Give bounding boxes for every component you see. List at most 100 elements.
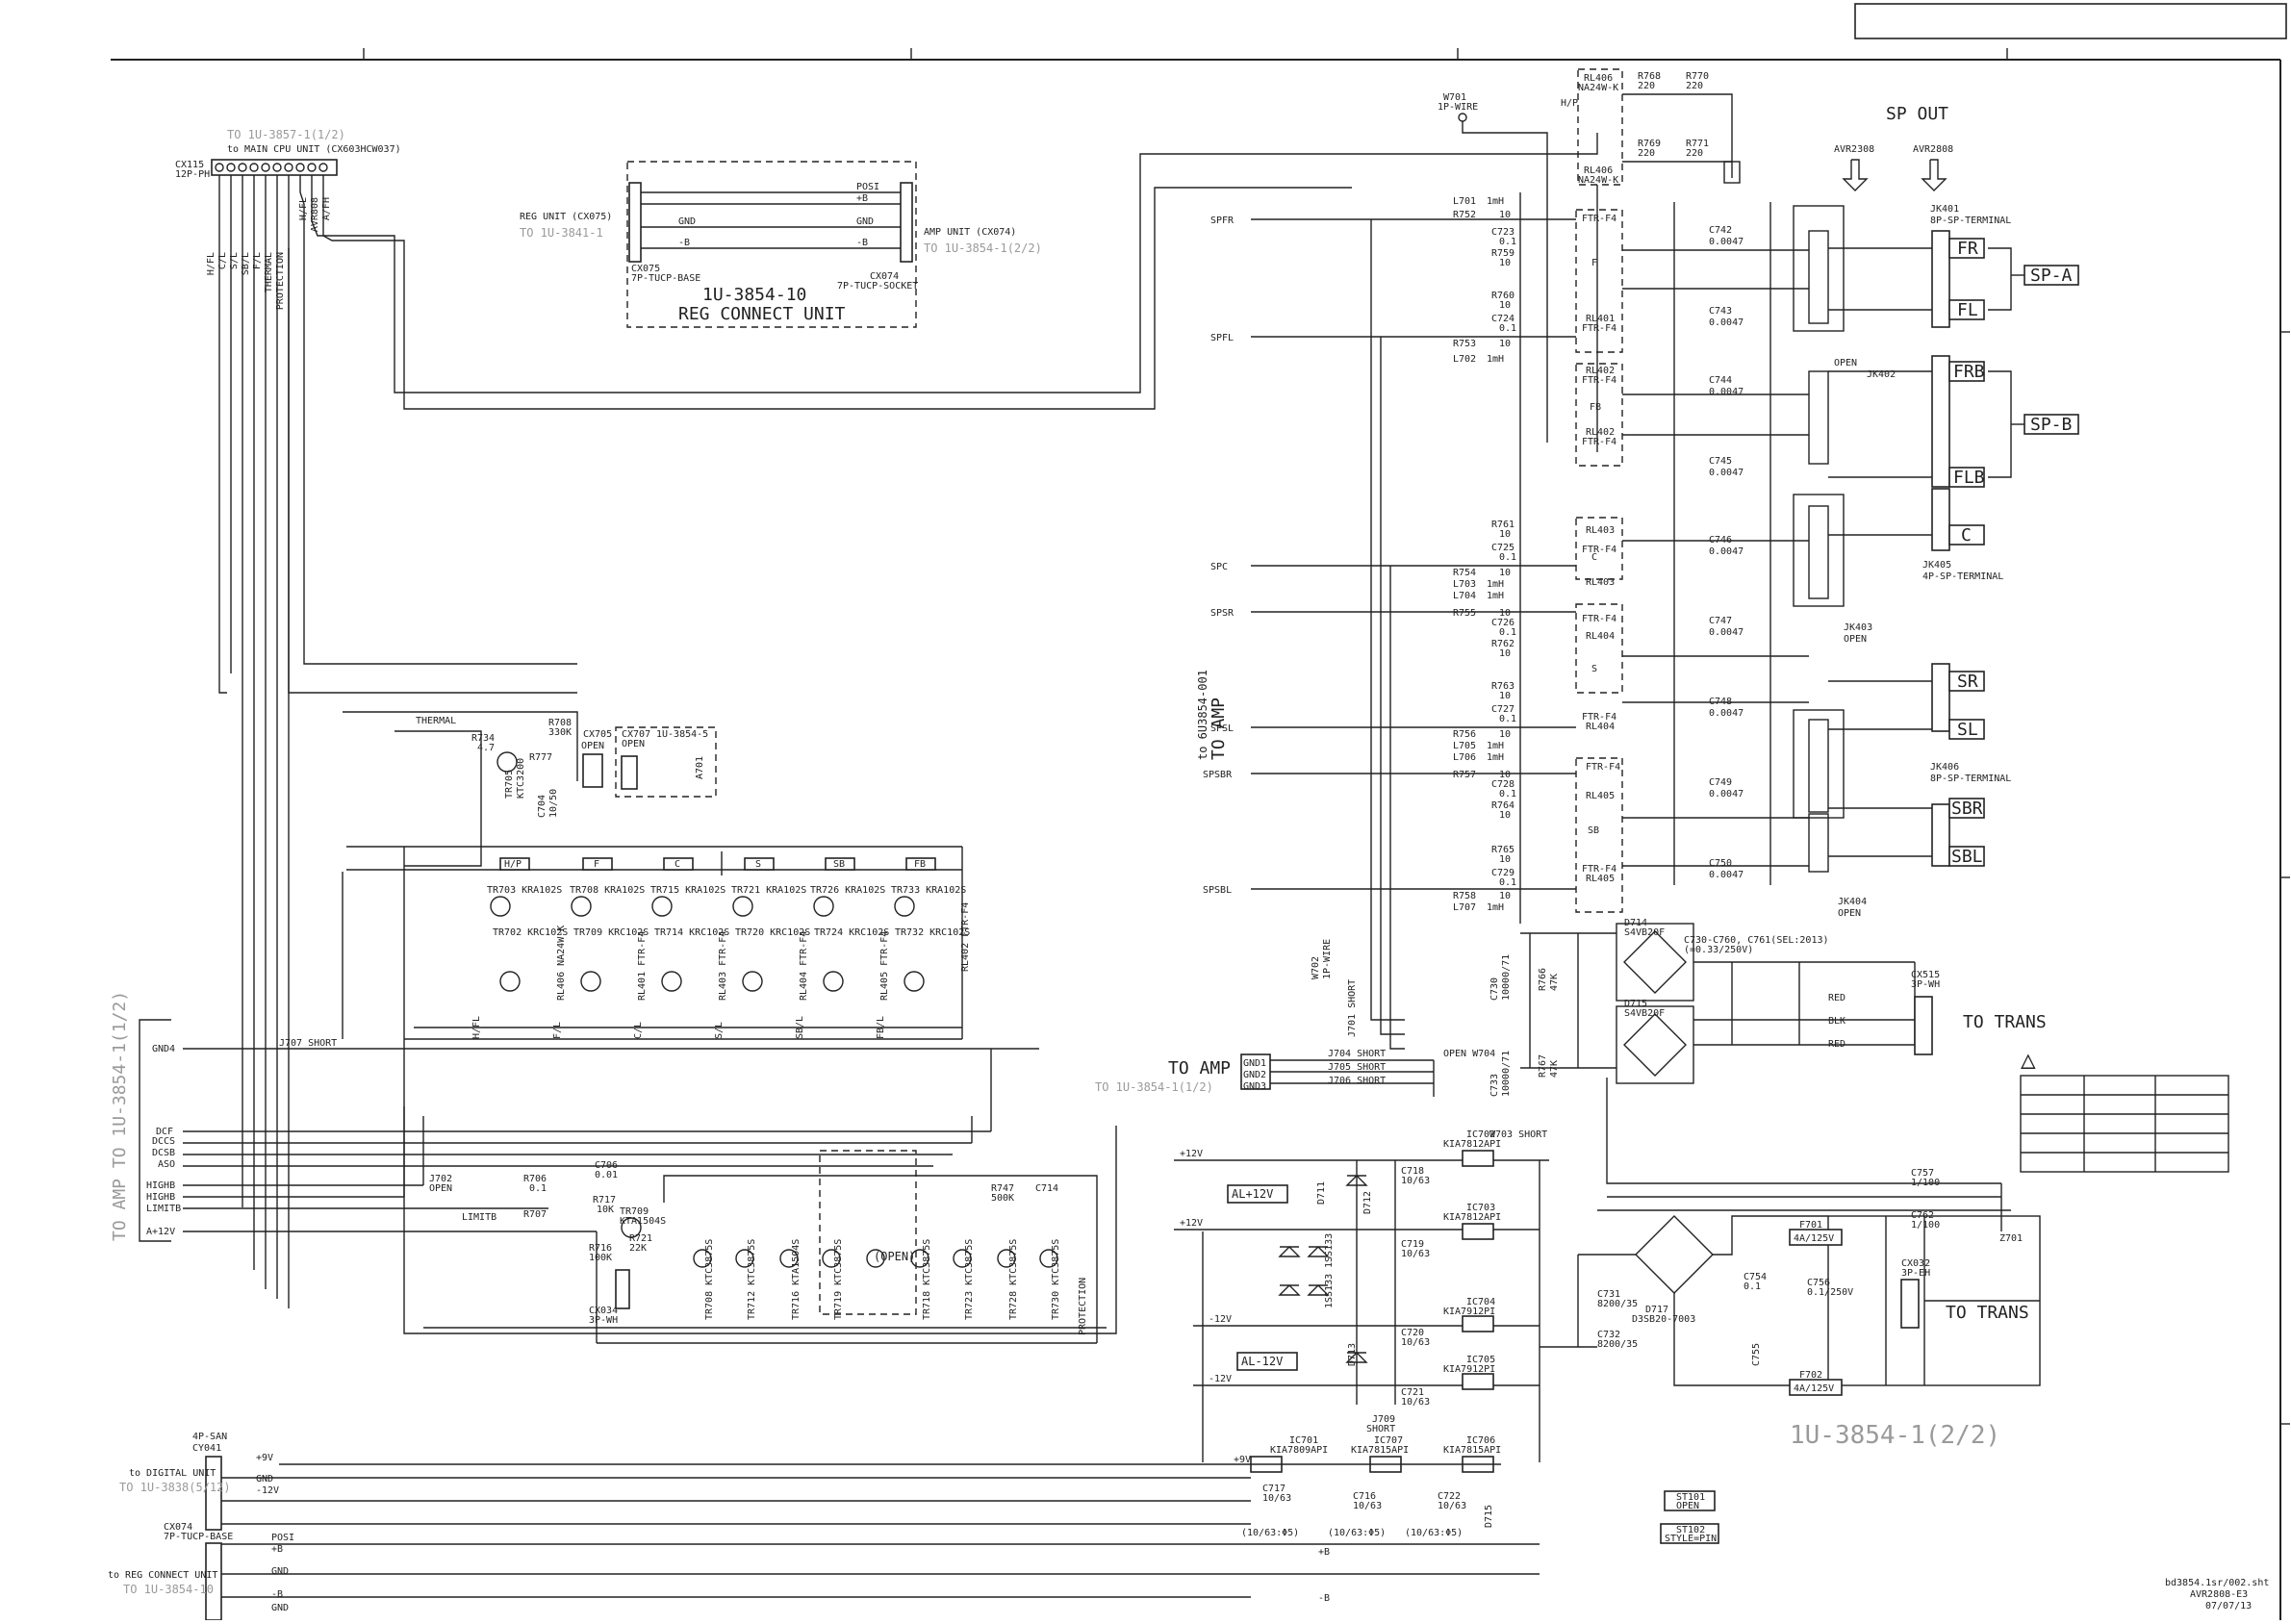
cx115-connector: [211, 159, 338, 176]
title-box: [1854, 3, 2287, 39]
svg-text:1SS133: 1SS133: [1324, 1233, 1335, 1268]
sp-group-a: SP-A: [2030, 266, 2073, 286]
svg-text:-12V: -12V: [1209, 1374, 1232, 1384]
svg-text:C730-C760, C761(SEL:2013): C730-C760, C761(SEL:2013): [1684, 935, 1829, 946]
block-tags: H/P F C S SB FB: [499, 857, 936, 871]
trans2-wiring: [1540, 1183, 2041, 1386]
svg-text:DCSB: DCSB: [152, 1148, 175, 1158]
svg-text:JK406: JK406: [1930, 762, 1959, 773]
svg-text:220: 220: [1686, 148, 1703, 159]
svg-text:RL401: RL401: [1586, 314, 1615, 324]
svg-text:10: 10: [1499, 810, 1511, 821]
f701-fuse: [1789, 1229, 1843, 1246]
svg-text:JK404: JK404: [1838, 897, 1867, 907]
svg-text:C/L: C/L: [217, 252, 228, 269]
cx515-connector: [1914, 996, 1933, 1055]
svg-text:R759: R759: [1491, 248, 1515, 259]
svg-text:0.0047: 0.0047: [1709, 387, 1744, 397]
svg-text:C754: C754: [1744, 1272, 1767, 1282]
svg-text:C731: C731: [1597, 1289, 1620, 1300]
svg-text:0.1: 0.1: [529, 1183, 547, 1194]
svg-text:OPEN: OPEN: [622, 739, 645, 749]
sp-label-sbr: SBR: [1951, 799, 1983, 819]
svg-text:R708: R708: [548, 718, 572, 728]
svg-text:RL404: RL404: [1586, 722, 1615, 732]
svg-text:C706: C706: [595, 1160, 618, 1171]
svg-text:-B: -B: [271, 1589, 283, 1600]
svg-text:47K: 47K: [1549, 1060, 1560, 1078]
svg-text:C726: C726: [1491, 618, 1515, 628]
svg-text:L704: L704: [1453, 591, 1476, 601]
trans1-rails: [1520, 932, 1916, 1069]
ch-spsbl: SPSBL: [1203, 885, 1232, 896]
caution-table: [2020, 1075, 2229, 1173]
svg-text:AVR2308: AVR2308: [1834, 144, 1874, 155]
svg-text:22K: 22K: [629, 1243, 647, 1254]
svg-text:C719: C719: [1401, 1239, 1424, 1250]
svg-text:TO 1U-3854-10: TO 1U-3854-10: [123, 1583, 214, 1596]
driver-transistor-labels: TR703 KRA102S TR708 KRA102S TR715 KRA102…: [487, 885, 970, 938]
svg-text:JK402: JK402: [1867, 369, 1896, 380]
ch-spc: SPC: [1210, 562, 1228, 572]
svg-text:F/L: F/L: [552, 1022, 563, 1039]
svg-text:GND: GND: [256, 1474, 273, 1484]
svg-text:TR714 KRC102S: TR714 KRC102S: [654, 927, 729, 938]
svg-text:IC704: IC704: [1466, 1297, 1495, 1307]
jk402-terminal: [1931, 355, 1950, 488]
svg-text:10: 10: [1499, 210, 1511, 220]
svg-text:TR723 KTC3875S: TR723 KTC3875S: [964, 1239, 975, 1320]
svg-text:KIA7815API: KIA7815API: [1351, 1445, 1409, 1456]
svg-text:0.1: 0.1: [1499, 552, 1516, 563]
reg-board-id: 1U-3854-10: [702, 285, 806, 305]
svg-text:IC705: IC705: [1466, 1355, 1495, 1365]
svg-text:-B: -B: [1318, 1593, 1330, 1604]
svg-text:J701 SHORT: J701 SHORT: [1347, 979, 1358, 1037]
reg-wires: [641, 191, 901, 249]
svg-text:RL406: RL406: [1584, 165, 1613, 176]
svg-text:IC703: IC703: [1466, 1203, 1495, 1213]
svg-text:S4VB20F: S4VB20F: [1624, 927, 1665, 938]
svg-text:0.01: 0.01: [595, 1170, 618, 1180]
svg-text:R716: R716: [589, 1243, 612, 1254]
svg-text:10000/71: 10000/71: [1501, 954, 1512, 1001]
svg-text:R758: R758: [1453, 891, 1476, 901]
sp-group-brackets: [1988, 247, 2024, 478]
svg-text:KIA7809API: KIA7809API: [1270, 1445, 1328, 1456]
rl406-wires: [1462, 93, 1741, 452]
svg-text:220: 220: [1638, 81, 1655, 91]
svg-text:0.1: 0.1: [1499, 714, 1516, 724]
svg-text:10000/71: 10000/71: [1501, 1051, 1512, 1097]
svg-text:4A/125V: 4A/125V: [1794, 1233, 1834, 1244]
svg-text:KIA7812API: KIA7812API: [1443, 1212, 1501, 1223]
svg-text:JK403: JK403: [1844, 622, 1872, 633]
svg-text:0.0047: 0.0047: [1709, 627, 1744, 638]
gnd-wires: [1270, 1059, 2001, 1184]
svg-text:PROTECTION: PROTECTION: [1078, 1278, 1088, 1335]
svg-text:R752: R752: [1453, 210, 1476, 220]
sp-label-flb: FLB: [1953, 468, 1985, 488]
svg-text:1mH: 1mH: [1487, 741, 1504, 751]
cx074-connector: [900, 182, 913, 263]
f702-fuse: [1789, 1379, 1843, 1396]
svg-text:J702: J702: [429, 1174, 452, 1184]
svg-text:NA24W-K: NA24W-K: [1578, 83, 1618, 93]
svg-text:RL402 FTR-F4: RL402 FTR-F4: [960, 902, 971, 972]
svg-text:0.0047: 0.0047: [1709, 317, 1744, 328]
svg-text:OPEN: OPEN: [1834, 358, 1857, 368]
svg-text:RL403: RL403: [1586, 577, 1615, 588]
svg-text:J707 SHORT: J707 SHORT: [279, 1038, 337, 1049]
svg-text:47K: 47K: [1549, 974, 1560, 991]
svg-text:FB: FB: [1590, 402, 1601, 413]
svg-text:1mH: 1mH: [1487, 902, 1504, 913]
svg-text:R757: R757: [1453, 770, 1476, 780]
svg-text:C722: C722: [1438, 1491, 1461, 1502]
caution-symbol: △: [2021, 1046, 2036, 1075]
svg-text:FTR-F4: FTR-F4: [1582, 712, 1616, 723]
sp-out-arrows: [1842, 159, 1947, 191]
svg-text:0.0047: 0.0047: [1709, 468, 1744, 478]
svg-text:FB: FB: [914, 859, 926, 870]
svg-text:C729: C729: [1491, 868, 1515, 878]
svg-text:+9V: +9V: [256, 1453, 273, 1463]
svg-text:GND: GND: [678, 216, 696, 227]
svg-text:OPEN: OPEN: [1838, 908, 1861, 919]
